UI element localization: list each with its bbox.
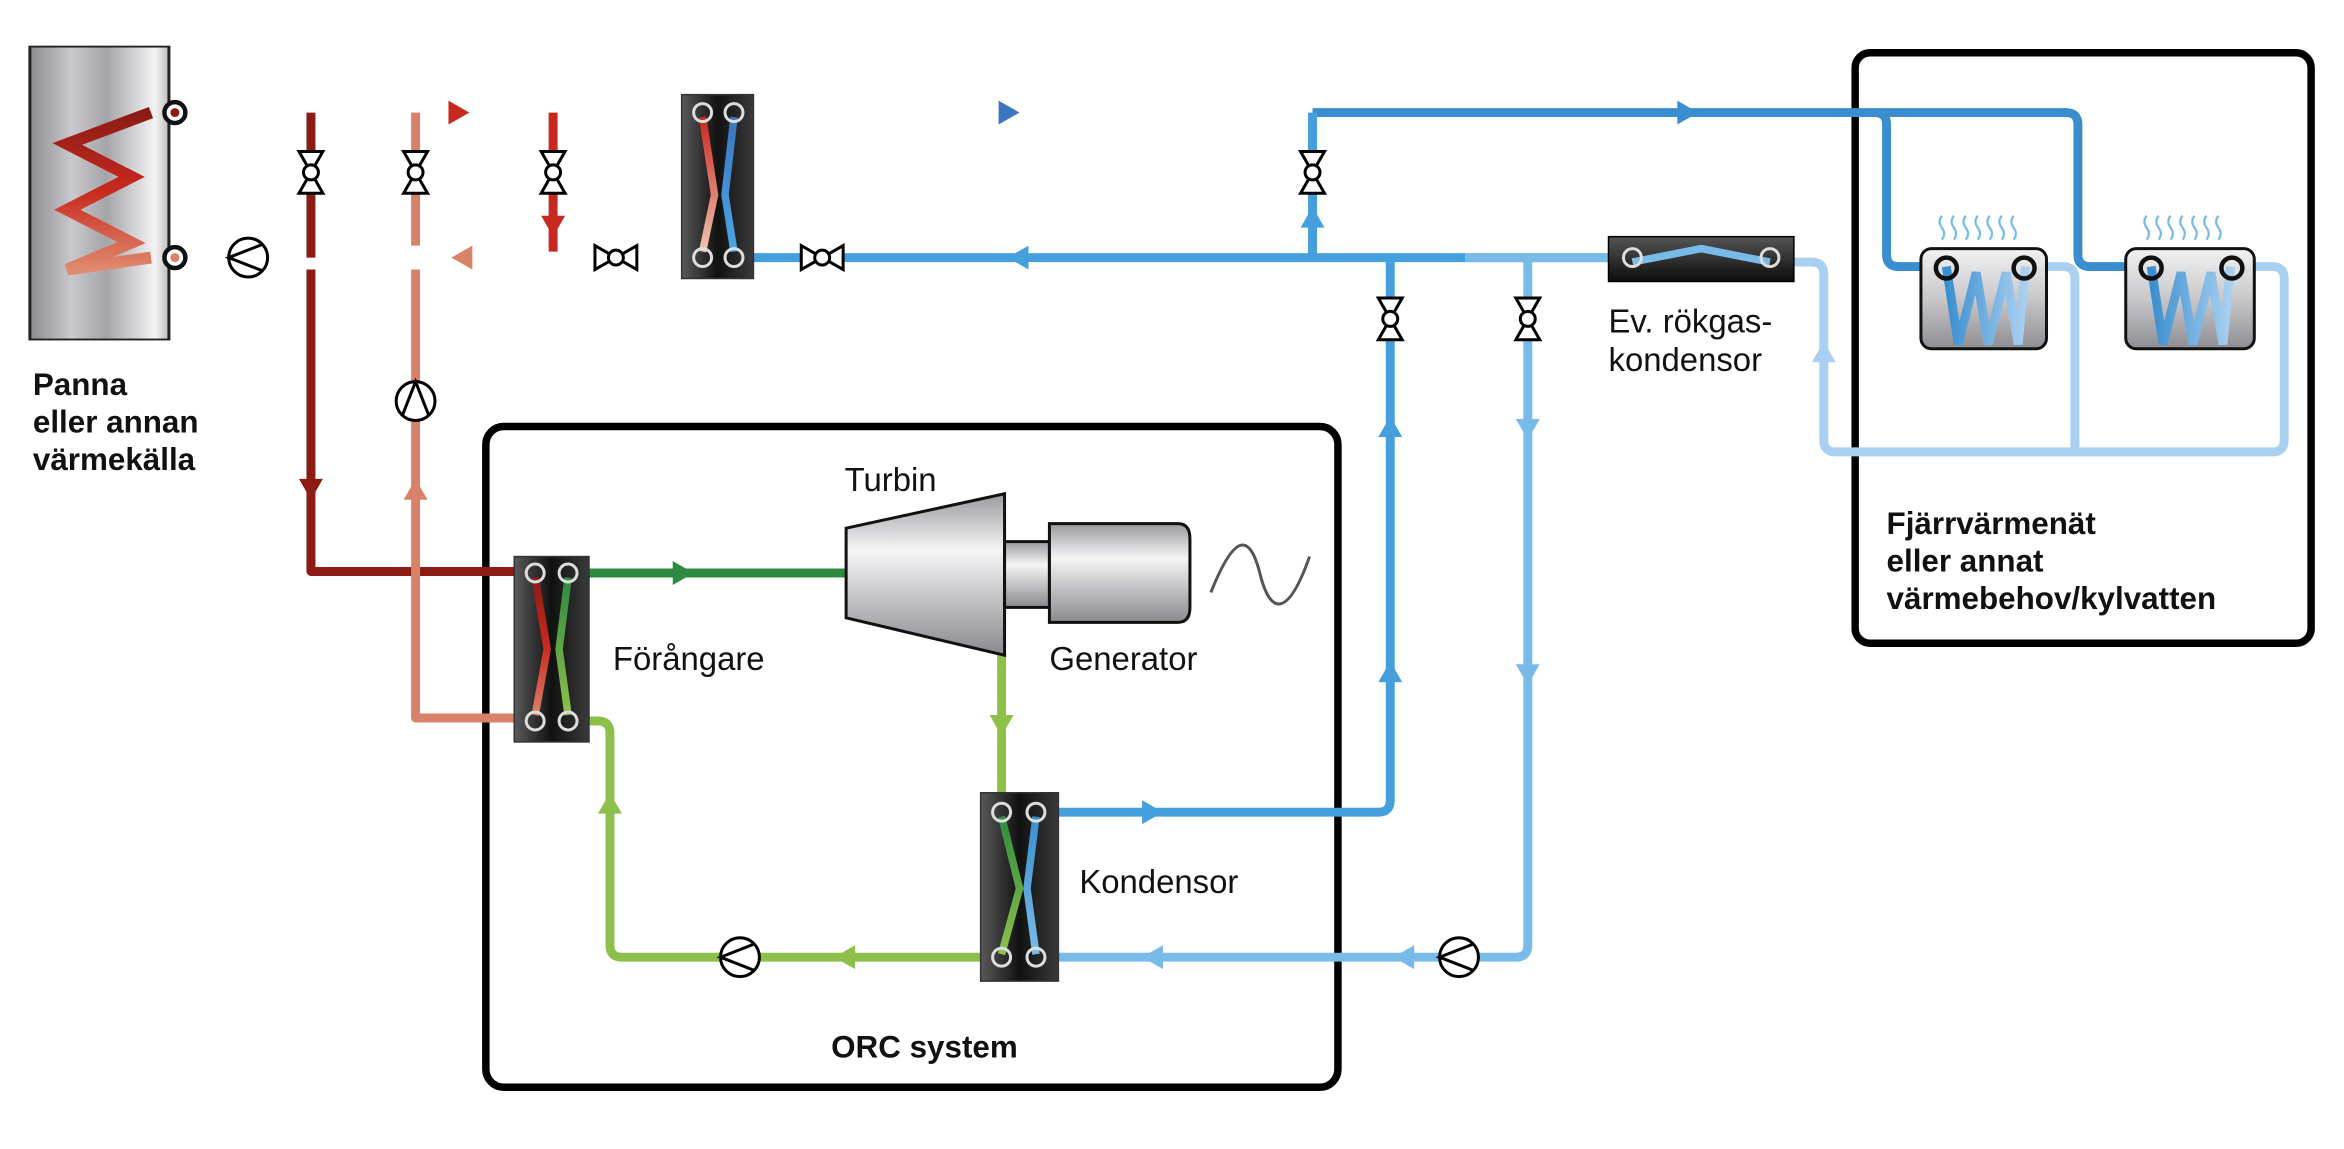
evaporator-label: Förångare	[613, 640, 765, 677]
arrow-right-icon	[998, 100, 1020, 125]
valve-icon	[1375, 296, 1405, 342]
valve-icon	[593, 243, 639, 273]
arrow-right-icon	[448, 100, 470, 125]
evaporator-heat-exchanger	[513, 555, 590, 743]
radiator	[2124, 215, 2256, 351]
hot-return-pipe	[174, 112, 688, 723]
arrow-down-icon	[541, 215, 566, 237]
valve-icon	[401, 149, 431, 195]
turbine	[844, 491, 1007, 658]
valves	[296, 149, 1543, 342]
valve-icon	[296, 149, 326, 195]
arrow-left-icon	[1007, 245, 1029, 270]
generator-label: Generator	[1049, 640, 1197, 677]
arrow-down-icon	[989, 715, 1014, 736]
pump-icon	[224, 236, 270, 279]
district-heating-boundary	[1851, 49, 2315, 648]
flow-arrows	[298, 100, 1836, 970]
arrow-left-icon	[1393, 945, 1415, 970]
flue-gas-condenser-label-1: Ev. rökgas-	[1609, 302, 1773, 339]
arrow-up-icon	[1378, 661, 1403, 683]
pump-icon	[1435, 936, 1480, 979]
heat-waves-icon	[1938, 215, 2017, 241]
orc-system-boundary	[482, 422, 1342, 1091]
arrow-up-icon	[1300, 206, 1325, 228]
district-return-pipe	[1055, 253, 2289, 962]
arrow-right-icon	[1677, 100, 1699, 125]
boiler-label-2: eller annan	[33, 404, 199, 439]
valve-icon	[1513, 296, 1543, 342]
heat-waves-icon	[2143, 215, 2222, 241]
arrow-down-icon	[298, 478, 323, 500]
pump-icon	[716, 936, 761, 979]
condenser-heat-exchanger	[979, 792, 1060, 982]
district-heating-label-1: Fjärrvärmenät	[1887, 506, 2097, 541]
arrow-left-icon	[451, 245, 473, 270]
condenser-label: Kondensor	[1079, 863, 1238, 900]
primary-heat-exchanger	[680, 93, 755, 280]
radiator	[1919, 215, 2049, 351]
arrow-up-icon	[403, 478, 428, 500]
arrow-down-icon	[1515, 419, 1540, 440]
district-heating-label-3: värmebehov/kylvatten	[1887, 581, 2217, 616]
arrow-left-icon	[1142, 945, 1164, 970]
arrow-up-icon	[1811, 341, 1836, 363]
district-heating-label-2: eller annat	[1887, 544, 2044, 579]
pumps	[224, 236, 1480, 979]
boiler-label-3: värmekälla	[33, 442, 196, 477]
pump-icon	[394, 377, 437, 423]
arrow-left-icon	[834, 945, 856, 970]
arrow-right-icon	[672, 561, 694, 585]
turbine-label: Turbin	[845, 461, 937, 498]
flue-gas-condenser	[1607, 235, 1795, 283]
arrow-right-icon	[1142, 800, 1164, 825]
valve-icon	[799, 243, 845, 273]
ac-sine-icon	[1209, 543, 1311, 606]
district-supply-pipe	[750, 108, 2146, 817]
valve-icon	[538, 149, 568, 195]
flue-gas-condenser-label-2: kondensor	[1609, 341, 1763, 378]
arrow-up-icon	[1378, 416, 1403, 437]
valve-icon	[1297, 149, 1328, 195]
generator	[1003, 522, 1192, 624]
boiler	[28, 45, 188, 341]
hot-supply-pipe	[174, 108, 688, 576]
boiler-label-1: Panna	[33, 367, 128, 402]
orc-system-label: ORC system	[831, 1029, 1018, 1064]
arrow-down-icon	[1515, 664, 1540, 686]
arrow-up-icon	[597, 792, 622, 814]
